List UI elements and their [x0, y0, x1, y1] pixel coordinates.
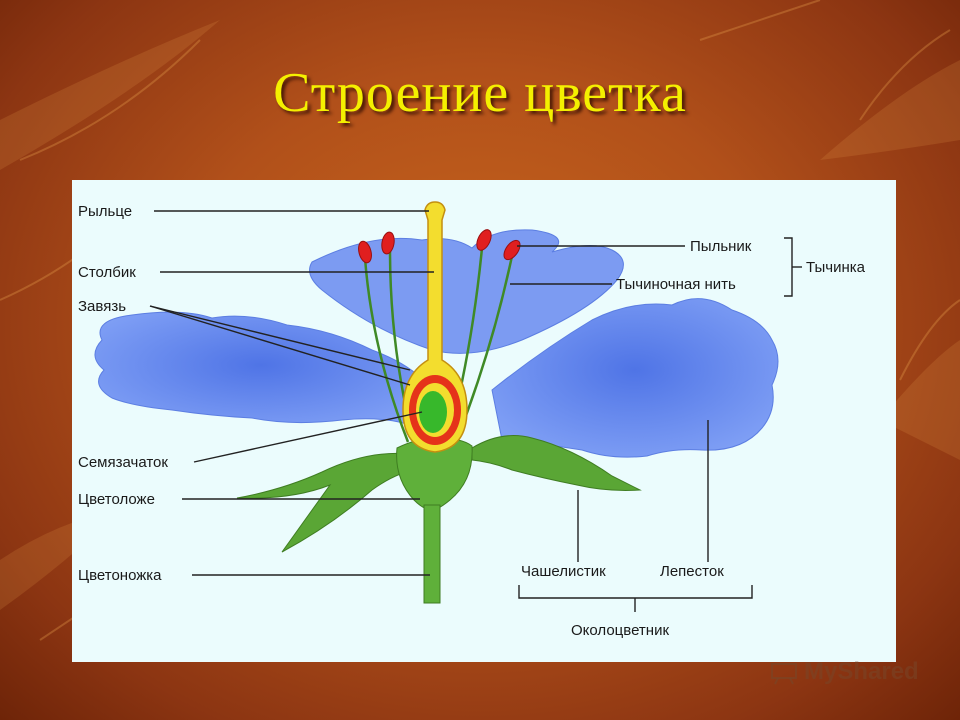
- petal-right: [491, 298, 779, 458]
- label-filament: Тычиночная нить: [616, 276, 736, 293]
- label-anther: Пыльник: [690, 238, 752, 255]
- label-pedicel: Цветоножка: [78, 567, 162, 584]
- label-receptacle: Цветоложе: [78, 491, 155, 508]
- label-stigma: Рыльце: [78, 203, 132, 220]
- ovule: [419, 391, 447, 433]
- pedicel: [423, 504, 441, 604]
- presentation-board-icon: [771, 662, 797, 685]
- brackets: [518, 237, 802, 612]
- slide-title: Строение цветка: [273, 62, 687, 124]
- label-style: Столбик: [78, 264, 136, 281]
- flower-diagram-svg: Рыльце Столбик Завязь Семязачаток Цветол…: [78, 201, 866, 639]
- sepal-right: [471, 435, 642, 491]
- sepal-left: [236, 452, 418, 553]
- label-sepal: Чашелистик: [521, 563, 606, 580]
- petal-left: [94, 311, 428, 431]
- label-ovary: Завязь: [78, 298, 126, 315]
- label-stamen: Тычинка: [806, 259, 866, 276]
- flower-diagram: Рыльце Столбик Завязь Семязачаток Цветол…: [72, 180, 896, 662]
- label-perianth: Околоцветник: [571, 622, 669, 639]
- petal-back: [309, 229, 624, 354]
- label-petal: Лепесток: [660, 563, 724, 580]
- watermark-text: MyShared: [804, 658, 919, 685]
- label-ovule: Семязачаток: [78, 454, 168, 471]
- leader-lines: [149, 210, 709, 576]
- anthers: [358, 229, 521, 264]
- watermark: MyShared: [770, 658, 919, 686]
